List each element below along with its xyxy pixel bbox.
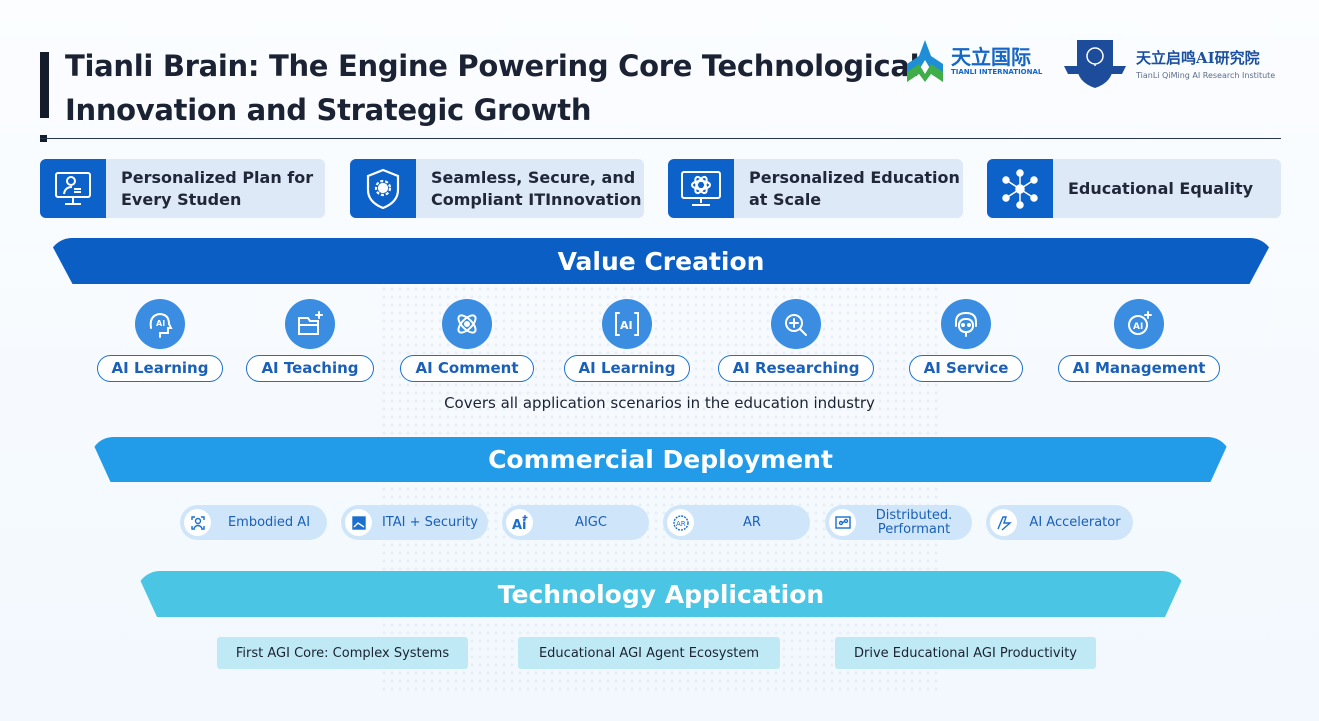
institute-logo-en: TianLi QiMing AI Research Institute (1136, 70, 1276, 80)
technology-item-label: Drive Educational AGI Productivity (854, 645, 1077, 661)
commercial-item[interactable]: AR AR (663, 505, 810, 540)
svg-text:Ai: Ai (512, 518, 527, 533)
commercial-deployment-title: Commercial Deployment (488, 445, 833, 474)
tianli-logo-en: TIANLI INTERNATIONAL (951, 68, 1043, 76)
ai-sparkle-icon: AI (1114, 299, 1164, 349)
shield-gear-icon (350, 159, 416, 218)
technology-item: Drive Educational AGI Productivity (835, 637, 1096, 669)
monitor-atom-icon (668, 159, 734, 218)
commercial-item-label: AIGC (575, 514, 607, 530)
value-item[interactable]: AI AI Learning (90, 299, 230, 382)
person-scan-icon (184, 509, 211, 536)
student-monitor-icon (40, 159, 106, 218)
value-item-label[interactable]: AI Management (1057, 355, 1221, 382)
value-item[interactable]: AI Researching (717, 299, 875, 382)
commercial-item[interactable]: ITAI + Security (341, 505, 488, 540)
atom-icon (442, 299, 492, 349)
commercial-item[interactable]: Embodied AI (180, 505, 327, 540)
header-divider (40, 138, 1281, 139)
technology-application-title: Technology Application (497, 579, 825, 609)
value-item[interactable]: AI Service (896, 299, 1036, 382)
value-creation-banner: Value Creation (48, 238, 1274, 284)
ai-plus-icon: Ai (506, 509, 533, 536)
network-icon (987, 159, 1053, 218)
title-accent-bar (40, 52, 49, 118)
commercial-deployment-banner: Commercial Deployment (90, 437, 1231, 482)
headset-icon (941, 299, 991, 349)
svg-text:AI: AI (156, 319, 165, 328)
value-item[interactable]: AI AI Learning (557, 299, 697, 382)
commercial-item[interactable]: AI Accelerator (986, 505, 1133, 540)
technology-item-label: First AGI Core: Complex Systems (235, 645, 450, 661)
title-line-2: Innovation and Strategic Growth (65, 93, 592, 127)
institute-shield-icon (1064, 40, 1126, 88)
value-item[interactable]: AI Comment (397, 299, 537, 382)
feature-text-line-2: at Scale (749, 189, 822, 209)
value-item-label[interactable]: AI Learning (563, 355, 691, 382)
feature-text-line-1: Personalized Education (749, 167, 960, 187)
svg-text:AR: AR (676, 520, 686, 528)
feature-text: Educational Equality (1068, 178, 1254, 198)
title-line-1: Tianli Brain: The Engine Powering Core T… (65, 49, 920, 83)
folder-sparkle-icon (285, 299, 335, 349)
svg-text:AI: AI (1133, 322, 1143, 332)
value-item-label[interactable]: AI Researching (717, 355, 875, 382)
tianli-mountain-icon (907, 40, 943, 82)
feature-text-line-1: Personalized Plan for (121, 167, 314, 187)
technology-item: First AGI Core: Complex Systems (217, 637, 468, 669)
feature-card-equality: Educational Equality (987, 159, 1281, 218)
image-icon (345, 509, 372, 536)
value-item[interactable]: AI Teaching (240, 299, 380, 382)
feature-text-line-1: Seamless, Secure, and (431, 167, 636, 187)
commercial-item-label: AI Accelerator (1029, 514, 1121, 530)
institute-logo-cn: 天立启鸣AI研究院 (1136, 48, 1260, 67)
accelerator-icon (990, 509, 1017, 536)
ai-head-icon: AI (135, 299, 185, 349)
technology-item-label: Educational AGI Agent Ecosystem (538, 645, 760, 661)
feature-text-line-2: Compliant ITInnovation (431, 189, 642, 209)
search-sparkle-icon (771, 299, 821, 349)
value-creation-caption: Covers all application scenarios in the … (444, 394, 875, 412)
svg-text:AI: AI (620, 319, 633, 332)
commercial-item-label: AR (743, 514, 761, 530)
value-creation-title: Value Creation (557, 246, 765, 276)
tianli-logo-cn: 天立国际 (951, 45, 1031, 69)
value-item-label[interactable]: AI Comment (400, 355, 534, 382)
distributed-icon (829, 509, 856, 536)
world-map-background (380, 285, 940, 695)
value-item-label[interactable]: AI Service (908, 355, 1024, 382)
institute-logo: 天立启鸣AI研究院 TianLi QiMing AI Research Insti… (1062, 36, 1282, 90)
value-item-label[interactable]: AI Learning (96, 355, 224, 382)
value-item-label[interactable]: AI Teaching (246, 355, 374, 382)
value-item[interactable]: AI AI Management (1057, 299, 1221, 382)
page-title: Tianli Brain: The Engine Powering Core T… (65, 44, 920, 132)
feature-text-line-2: Every Studen (121, 189, 242, 209)
technology-item: Educational AGI Agent Ecosystem (518, 637, 780, 669)
technology-application-banner: Technology Application (136, 571, 1186, 617)
ar-icon: AR (667, 509, 694, 536)
commercial-item[interactable]: Distributed. Performant (825, 505, 972, 540)
commercial-item[interactable]: Ai AIGC (502, 505, 649, 540)
commercial-item-label: ITAI + Security (381, 514, 479, 530)
commercial-item-label: Embodied AI (227, 514, 311, 530)
commercial-item-label: Distributed. Performant (875, 507, 953, 537)
ai-bracket-icon: AI (602, 299, 652, 349)
